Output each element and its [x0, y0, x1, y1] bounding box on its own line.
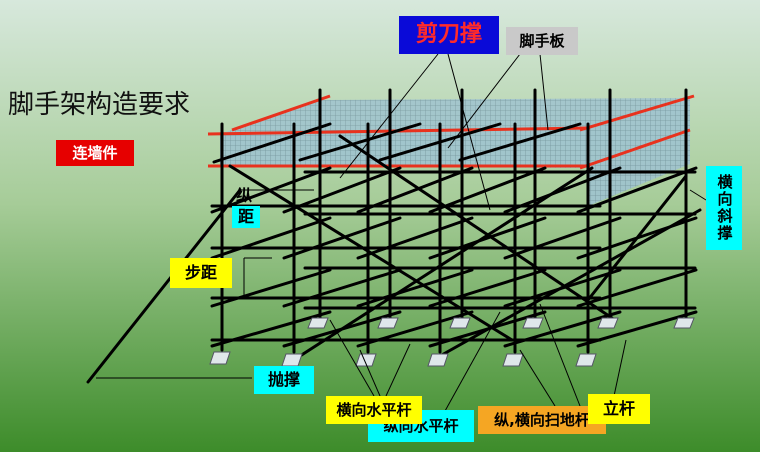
scaffold-board-label: 脚手板 — [506, 27, 578, 55]
base-plates — [209, 317, 695, 367]
scaffold-tubes — [86, 88, 702, 384]
longitudinal-spacing-char-1: 纵 — [236, 186, 253, 205]
side-mesh-net — [588, 98, 690, 206]
longitudinal-spacing-char-2: 距 — [232, 206, 261, 228]
sweep-bar-label: 纵,横向扫地杆 — [478, 406, 606, 434]
step-distance-label: 步距 — [170, 258, 232, 288]
diagonal-brace-text: 横向斜撑 — [715, 174, 734, 242]
transverse-horizontal-bar-label: 横向水平杆 — [326, 396, 422, 424]
scissor-brace-label: 剪刀撑 — [399, 16, 499, 54]
red-guard-rails — [207, 94, 695, 170]
page-title: 脚手架构造要求 — [8, 90, 191, 120]
wall-tie-label: 连墙件 — [56, 140, 134, 166]
vertical-pole-label: 立杆 — [588, 394, 650, 424]
longitudinal-spacing-label: 纵 距 — [232, 188, 278, 230]
front-mesh-net — [220, 128, 588, 168]
throw-brace-label: 抛撑 — [254, 366, 314, 394]
diagonal-brace-label: 横向斜撑 — [706, 166, 742, 250]
pointer-lines — [96, 53, 707, 421]
